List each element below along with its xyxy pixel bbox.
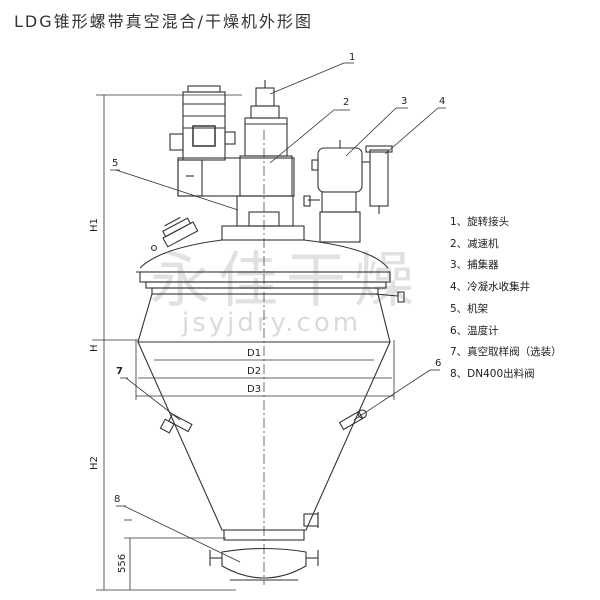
reducer xyxy=(239,117,293,197)
legend-item: 4、冷凝水收集井 xyxy=(450,281,531,294)
condensate-well xyxy=(362,145,393,214)
legend-item: 2、减速机 xyxy=(450,237,499,250)
dust-catcher xyxy=(303,140,363,243)
dimension-lines xyxy=(92,94,395,591)
upper-shell xyxy=(137,293,391,343)
discharge-valve xyxy=(209,547,319,581)
callout-4: 4 xyxy=(439,96,445,107)
callout-2: 2 xyxy=(343,97,349,108)
discharge-flange xyxy=(223,529,305,541)
thermometer xyxy=(338,409,367,431)
dim-h: H xyxy=(89,344,100,352)
legend-item: 7、真空取样阀（选装） xyxy=(450,346,562,359)
dim-d2: D2 xyxy=(247,366,261,377)
callout-7: 7 xyxy=(116,366,123,377)
legend-item: 3、捕集器 xyxy=(450,259,499,272)
dim-556: 556 xyxy=(117,554,128,573)
dim-h1: H1 xyxy=(89,218,100,232)
legend-item: 8、DN400出料阀 xyxy=(450,367,535,380)
callout-8: 8 xyxy=(114,494,120,505)
machine-frame xyxy=(177,157,305,241)
watermark-brand: 永佳干燥 xyxy=(150,246,422,316)
rotary-joint xyxy=(250,80,280,119)
top-flange xyxy=(139,271,391,283)
motor xyxy=(169,85,236,161)
dim-d3: D3 xyxy=(247,384,261,395)
parts-legend: 1、旋转接头 2、减速机 3、捕集器 4、冷凝水收集井 5、机架 6、温度计 7… xyxy=(450,212,562,386)
drawing-title: LDG锥形螺带真空混合/干燥机外形图 xyxy=(14,12,314,31)
callout-3: 3 xyxy=(401,96,407,107)
dim-d1: D1 xyxy=(247,348,261,359)
sampling-valve xyxy=(159,413,193,434)
callout-5: 5 xyxy=(112,158,118,169)
dome-head xyxy=(139,239,389,269)
watermark-url: jsyjdry.com xyxy=(182,308,362,338)
callout-1: 1 xyxy=(349,52,355,63)
legend-item: 5、机架 xyxy=(450,302,489,315)
callout-6: 6 xyxy=(435,358,441,369)
legend-item: 1、旋转接头 xyxy=(450,216,510,228)
dim-h2: H2 xyxy=(89,456,100,470)
leader-lines xyxy=(110,62,446,563)
legend-item: 6、温度计 xyxy=(450,324,499,337)
manhole xyxy=(162,216,199,248)
